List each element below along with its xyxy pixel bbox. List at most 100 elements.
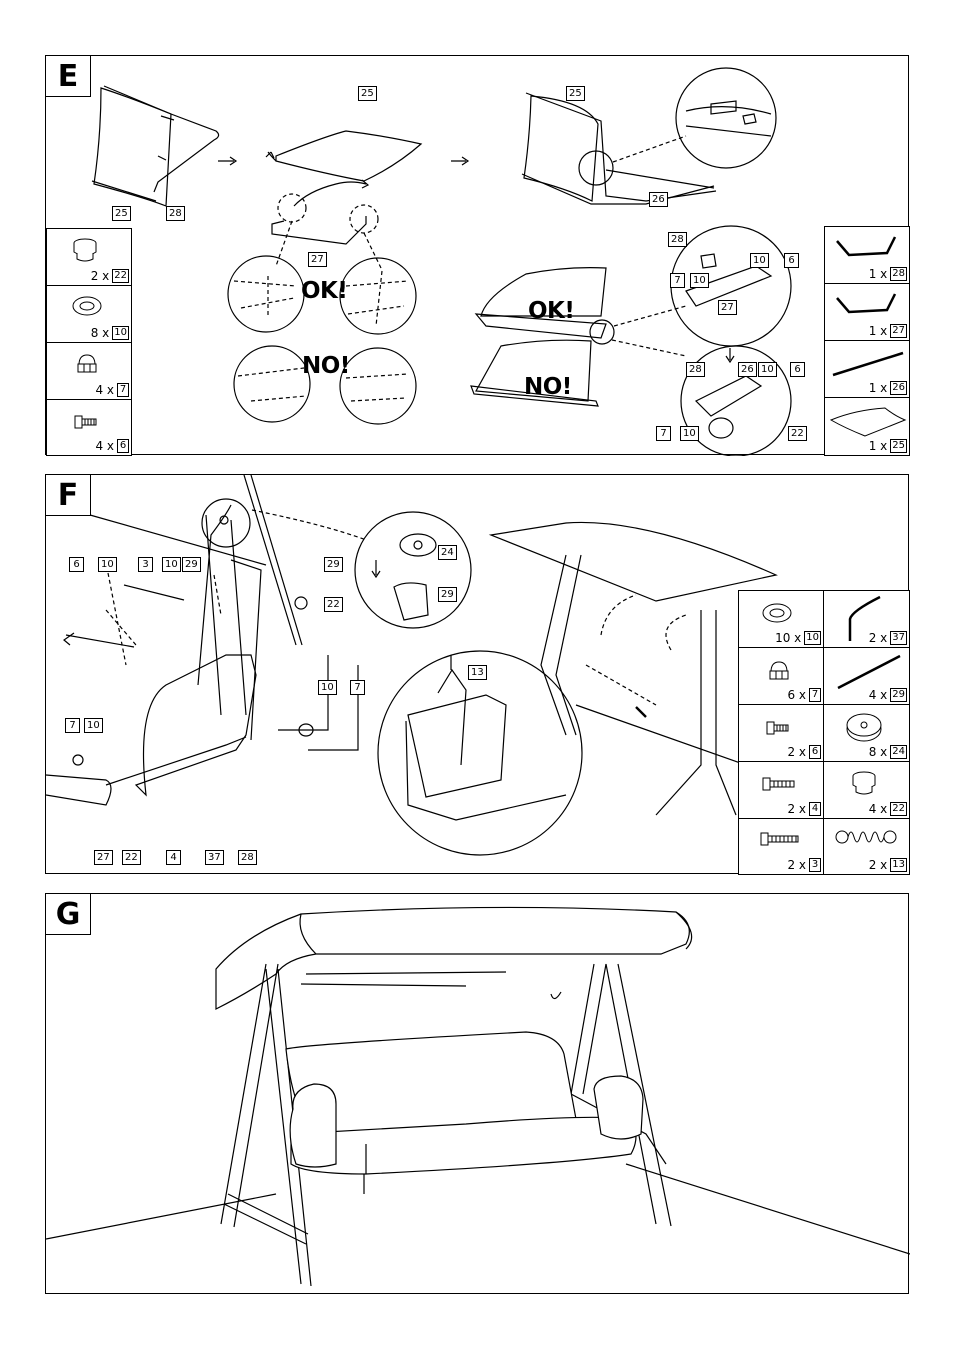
part-number: 3 (809, 858, 821, 872)
part-tag: 7 (670, 273, 685, 288)
part-number: 27 (890, 324, 907, 338)
cap-nut-icon (77, 354, 97, 373)
part-number: 7 (117, 383, 129, 397)
qty-text: 2 x (868, 858, 888, 872)
medium-bolt-icon (762, 777, 795, 791)
part-number: 13 (890, 858, 907, 872)
part-tag: 29 (438, 587, 457, 602)
part-tag: 29 (324, 557, 343, 572)
washer-icon (72, 296, 102, 316)
end-cap-icon (852, 771, 876, 795)
part-tag: 22 (324, 597, 343, 612)
qty-text: 4 x (95, 439, 114, 453)
end-cap-icon (73, 238, 97, 262)
part-tag: 10 (318, 680, 337, 695)
part-tag: 37 (205, 850, 224, 865)
panel-f: F (45, 474, 910, 875)
part-number: 22 (112, 269, 129, 283)
part-tag: 7 (65, 718, 80, 733)
panel-f-illustration (46, 475, 778, 856)
assembled-swing-illustration (46, 906, 910, 1287)
ok-label-1: OK! (301, 278, 348, 304)
qty-text: 1 x (868, 324, 888, 338)
qty-text: 2 x (787, 802, 806, 816)
straight-rod-icon (837, 654, 901, 690)
part-tag: 25 (112, 206, 131, 221)
part-number: 7 (809, 688, 821, 702)
part-number: 29 (890, 688, 907, 702)
part-tag: 25 (358, 86, 377, 101)
part-number: 22 (890, 802, 907, 816)
qty-text: 1 x (868, 267, 888, 281)
straight-rod-icon (832, 351, 904, 377)
part-tag: 10 (750, 253, 769, 268)
short-bolt-icon (766, 721, 789, 735)
long-bolt-icon (760, 832, 799, 846)
part-tag: 6 (69, 557, 84, 572)
part-tag: 10 (98, 557, 117, 572)
part-number: 25 (890, 439, 907, 453)
qty-text: 8 x (90, 326, 110, 340)
part-tag: 28 (166, 206, 185, 221)
part-number: 6 (809, 745, 821, 759)
part-number: 10 (804, 631, 821, 645)
part-tag: 10 (690, 273, 709, 288)
part-tag: 22 (122, 850, 141, 865)
part-tag: 26 (738, 362, 757, 377)
qty-text: 2 x (787, 745, 806, 759)
washer-icon (762, 603, 792, 623)
part-tag: 13 (468, 665, 487, 680)
cap-nut-icon (769, 661, 789, 680)
part-tag: 4 (166, 850, 181, 865)
no-label-1: NO! (302, 353, 350, 379)
panel-g: G (45, 893, 910, 1294)
curved-rod-icon (848, 595, 881, 641)
qty-text: 4 x (95, 383, 114, 397)
ok-label-2: OK! (528, 298, 575, 324)
part-tag: 10 (84, 718, 103, 733)
panel-letter-f: F (46, 475, 91, 516)
panel-letter-g: G (46, 894, 91, 935)
part-tag: 27 (308, 252, 327, 267)
short-bolt-icon (74, 415, 97, 429)
bent-tube-icon (836, 293, 897, 314)
part-tag: 10 (758, 362, 777, 377)
spacer-disc-icon (846, 713, 882, 742)
part-tag: 27 (718, 300, 737, 315)
qty-text: 10 x (775, 631, 802, 645)
part-tag: 29 (182, 557, 201, 572)
part-tag: 22 (788, 426, 807, 441)
no-label-2: NO! (524, 374, 572, 400)
qty-text: 1 x (868, 381, 888, 395)
part-tag: 24 (438, 545, 457, 560)
panel-e-illustration (91, 67, 792, 456)
part-tag: 28 (238, 850, 257, 865)
part-tag: 27 (94, 850, 113, 865)
qty-text: 8 x (868, 745, 888, 759)
part-number: 26 (890, 381, 907, 395)
part-number: 4 (809, 802, 821, 816)
part-tag: 28 (668, 232, 687, 247)
qty-text: 2 x (787, 858, 806, 872)
part-number: 6 (117, 439, 129, 453)
fabric-cover-icon (829, 407, 907, 437)
part-tag: 10 (162, 557, 181, 572)
qty-text: 6 x (787, 688, 806, 702)
